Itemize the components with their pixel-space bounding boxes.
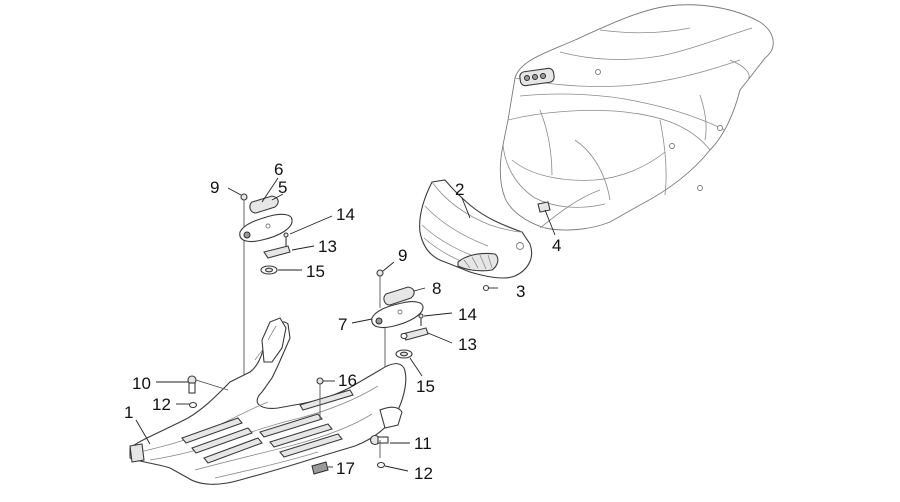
callout-labels: 1 2 3 4 5 6 7 8 9 9 10 11 12 12 13 13 14…	[124, 160, 561, 483]
callout-13-left: 13	[318, 237, 337, 256]
right-mount-assembly	[371, 269, 429, 390]
callout-7: 7	[338, 315, 347, 334]
callout-13-right: 13	[458, 335, 477, 354]
callout-1: 1	[124, 403, 133, 422]
callout-4: 4	[552, 236, 561, 255]
part-11-pin	[369, 434, 389, 458]
part-3-screw	[482, 284, 498, 292]
part-2-front-cover	[419, 179, 533, 279]
left-mount-assembly	[239, 193, 293, 383]
callout-16: 16	[338, 371, 357, 390]
callout-9-right: 9	[398, 246, 407, 265]
callout-2: 2	[455, 180, 464, 199]
callout-9-left: 9	[210, 178, 219, 197]
part-12-washer-left	[188, 401, 198, 409]
part-17-clip	[311, 461, 329, 475]
callout-14-right: 14	[458, 305, 477, 324]
callout-14-left: 14	[336, 205, 355, 224]
part-10-pin	[187, 375, 229, 394]
scooter-body-outline	[499, 4, 774, 231]
part-12-washer-right	[376, 461, 386, 469]
part-16-screw	[316, 377, 324, 420]
callout-12-left: 12	[152, 395, 171, 414]
callout-11: 11	[414, 434, 432, 453]
callout-8: 8	[432, 279, 441, 298]
callout-3: 3	[516, 282, 525, 301]
callout-12-right: 12	[414, 464, 433, 483]
part-1-floorboard	[129, 317, 407, 485]
callout-15-left: 15	[306, 262, 325, 281]
callout-17: 17	[336, 459, 355, 478]
callout-6: 6	[274, 160, 283, 179]
callout-10: 10	[132, 374, 151, 393]
callout-5: 5	[278, 178, 287, 197]
callout-15-right: 15	[416, 377, 435, 396]
leader-lines	[135, 177, 556, 472]
